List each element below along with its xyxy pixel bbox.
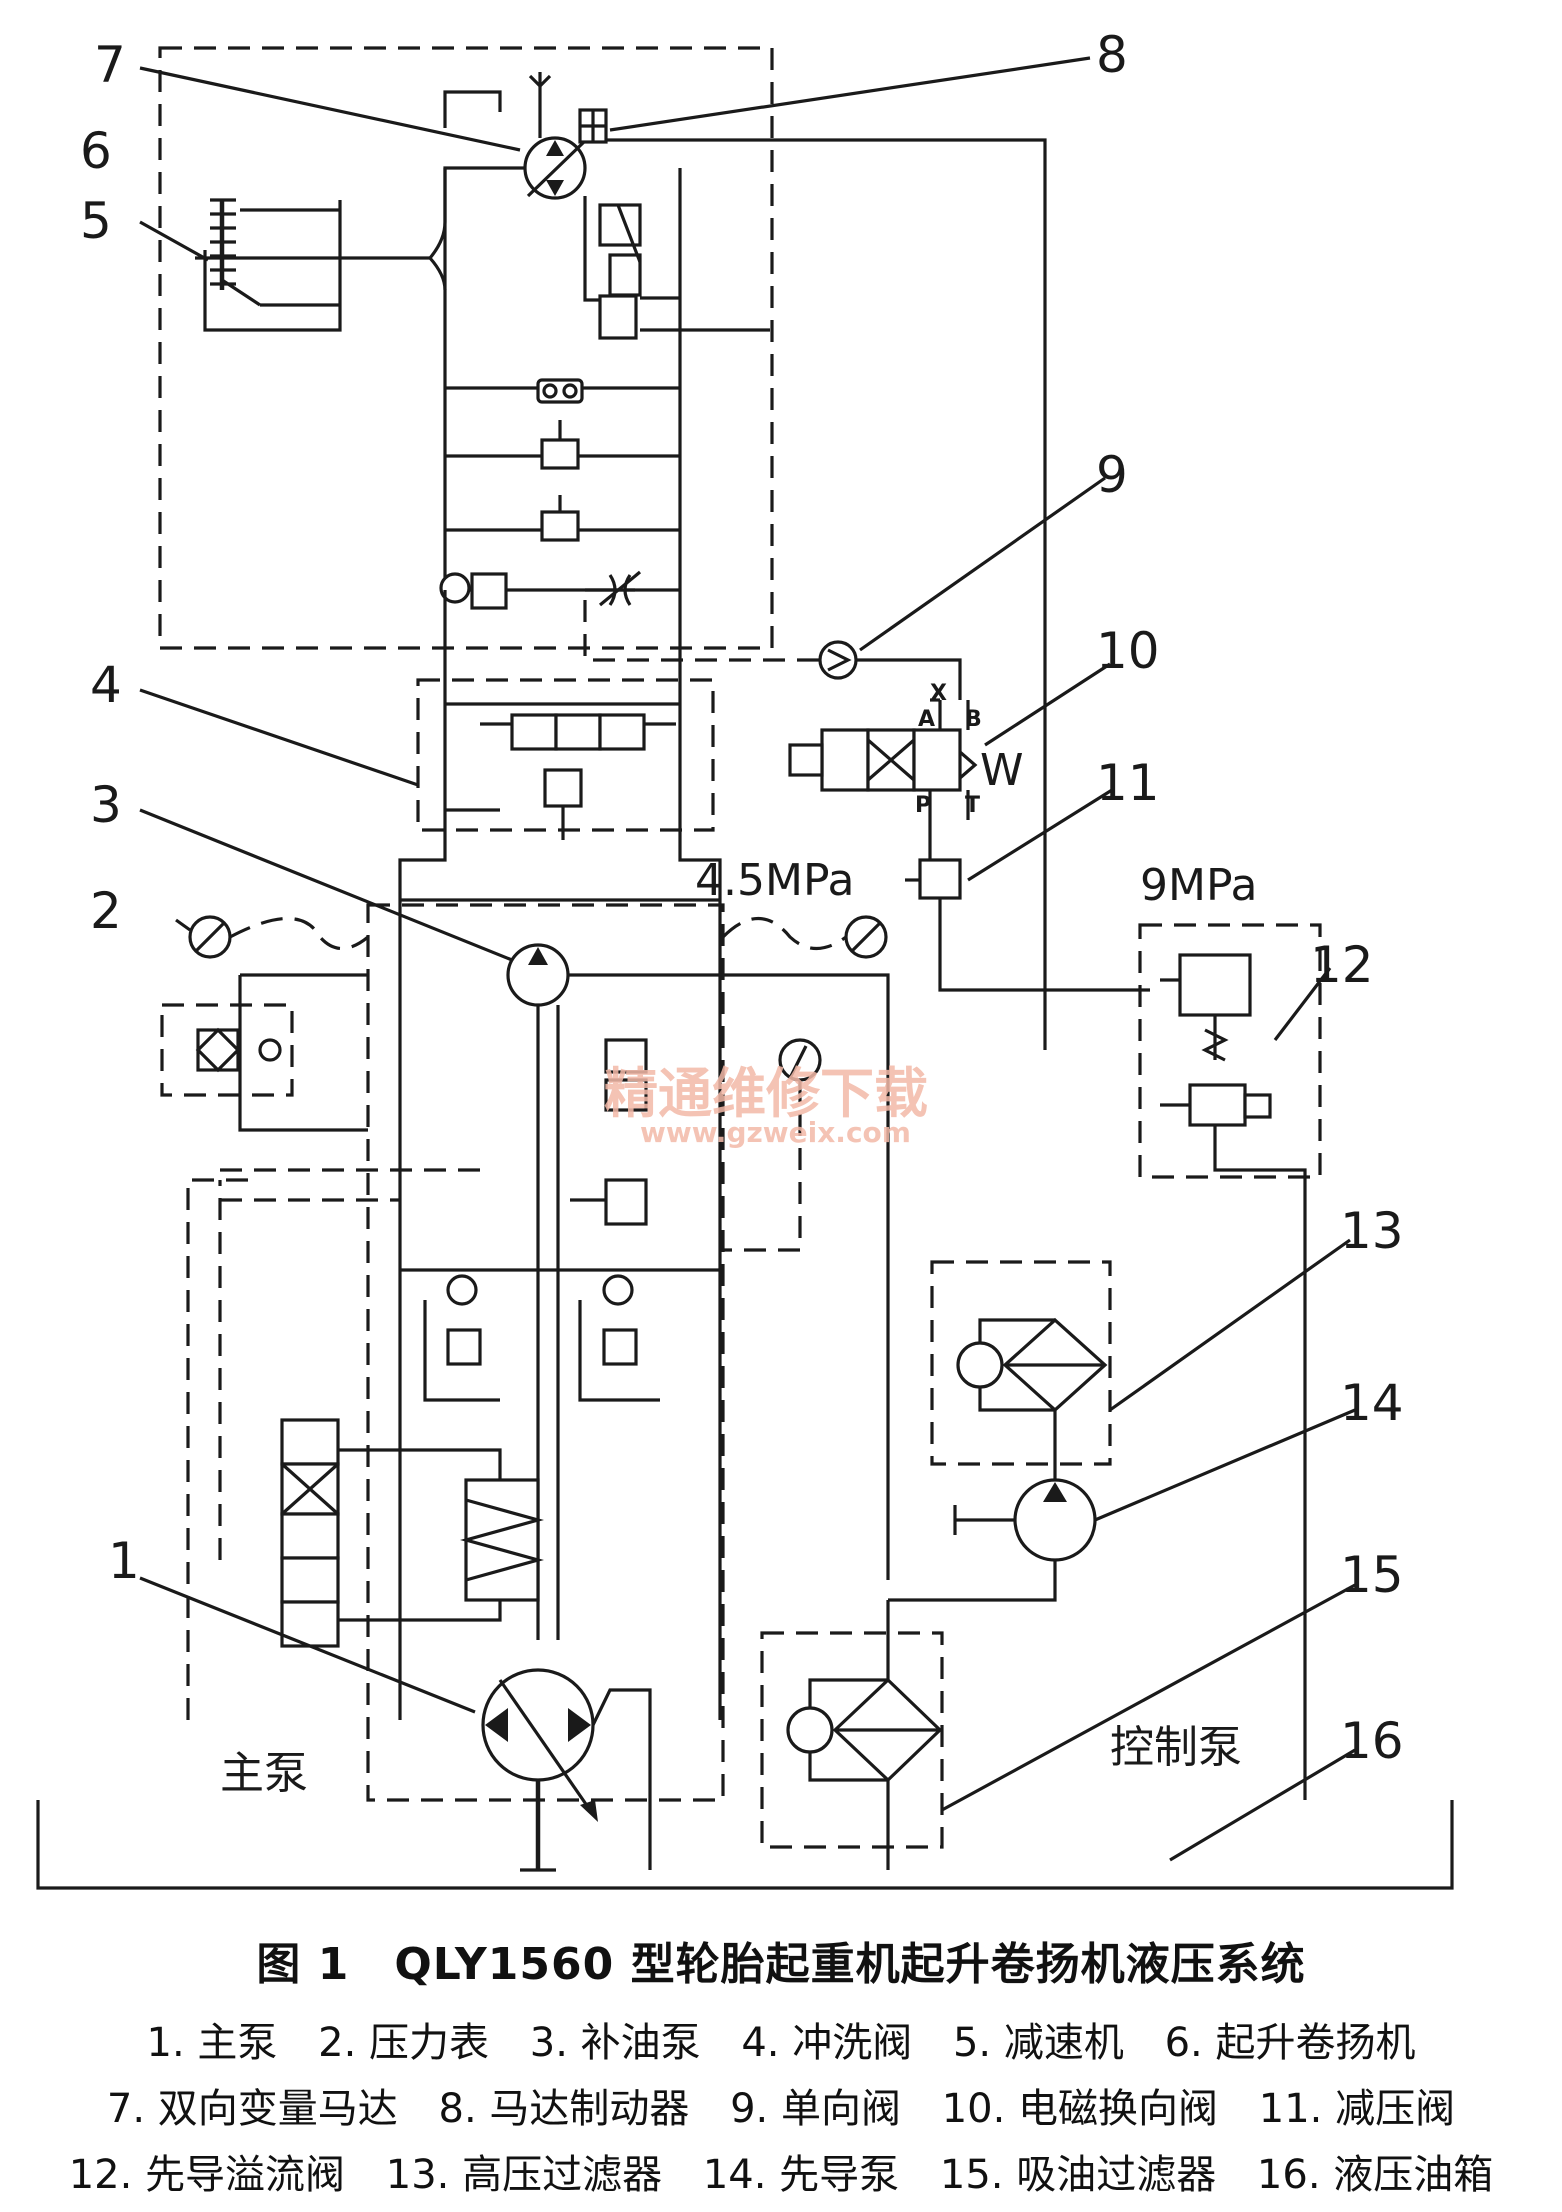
flush-valve-4-boundary	[416, 678, 715, 832]
callout-4: 4	[90, 656, 122, 714]
suction-filter-15	[786, 1600, 943, 1870]
callout-13: 13	[1340, 1202, 1404, 1260]
legend-item: 1. 主泵	[146, 2020, 278, 2066]
pressure-label-4-5mpa: 4.5MPa	[695, 855, 854, 906]
hoist-winch-6	[360, 166, 555, 291]
legend-row-2: 7. 双向变量马达 8. 马达制动器 9. 单向阀 10. 电磁换向阀 11. …	[0, 2076, 1562, 2134]
pressure-gauge-center	[720, 1038, 822, 1252]
legend-item: 10. 电磁换向阀	[941, 2086, 1219, 2132]
legend-item: 14. 先导泵	[702, 2152, 900, 2198]
figure-caption: 图 1 QLY1560 型轮胎起重机起升卷扬机液压系统	[256, 1939, 1306, 1990]
check-valve-9	[818, 640, 962, 700]
callout-9: 9	[1096, 446, 1128, 504]
watermark-text: 精通维修下载	[604, 1062, 928, 1125]
main-pump-boundary	[366, 903, 725, 1802]
port-a: A	[918, 707, 935, 732]
charge-pump-3	[506, 943, 890, 1640]
solenoid-directional-valve-10	[788, 698, 978, 860]
port-x: X	[930, 681, 947, 706]
charge-check-relief-right	[578, 1274, 660, 1402]
check-valve-block	[439, 572, 508, 610]
relief-valve-a	[540, 420, 580, 470]
motor-brake-8	[578, 108, 1047, 1050]
charge-check-relief-left	[423, 1274, 500, 1402]
legend-item: 8. 马达制动器	[438, 2086, 690, 2132]
reducing-valve-11	[905, 858, 1150, 992]
pilot-filter-block	[160, 973, 368, 1132]
legend-item: 13. 高压过滤器	[385, 2152, 663, 2198]
pilot-relief-valve-12	[1160, 953, 1307, 1800]
motor-displacement-control	[598, 203, 642, 340]
callout-8: 8	[1096, 26, 1128, 84]
spring-w: W	[980, 745, 1024, 796]
port-b: B	[965, 707, 982, 732]
label-main-pump: 主泵	[220, 1748, 308, 1799]
legend-item: 15. 吸油过滤器	[939, 2152, 1217, 2198]
high-pressure-filter-13	[956, 1317, 1108, 1413]
pressure-gauge-2	[188, 915, 370, 959]
pressure-cutoff-valve	[570, 1038, 648, 1226]
hydraulic-tank	[36, 1800, 1454, 1890]
callout-16: 16	[1340, 1712, 1404, 1770]
port-p: P	[915, 793, 931, 818]
legend-item: 3. 补油泵	[529, 2020, 701, 2066]
main-pump-1	[481, 1668, 652, 1872]
legend-item: 5. 减速机	[952, 2020, 1124, 2066]
callout-11: 11	[1096, 754, 1160, 812]
winch-assembly-boundary	[158, 46, 774, 650]
bidirectional-motor-7	[443, 72, 588, 200]
legend-item: 7. 双向变量马达	[106, 2086, 398, 2132]
pilot-relief-valve-12-boundary	[1138, 923, 1322, 1179]
pump-displacement-control	[186, 1178, 544, 1720]
callout-leaders	[139, 56, 1356, 1862]
legend-item: 9. 单向阀	[730, 2086, 901, 2132]
legend-item: 4. 冲洗阀	[741, 2020, 913, 2066]
legend-item: 11. 减压阀	[1258, 2086, 1456, 2132]
callout-7: 7	[94, 36, 126, 94]
callout-10: 10	[1096, 622, 1160, 680]
callout-6: 6	[80, 122, 112, 180]
hydraulic-schematic: 7 6 5 8 9 10 11 4 3 2 12 13 14 15 16 1 4…	[36, 26, 1454, 1890]
legend-row-1: 1. 主泵 2. 压力表 3. 补油泵 4. 冲洗阀 5. 减速机 6. 起升卷…	[0, 2010, 1562, 2068]
callout-3: 3	[90, 776, 122, 834]
shuttle-valve	[536, 378, 584, 404]
port-t: T	[965, 793, 980, 818]
callout-2: 2	[90, 882, 122, 940]
legend-item: 2. 压力表	[318, 2020, 490, 2066]
legend-item: 12. 先导溢流阀	[68, 2152, 346, 2198]
relief-valve-b	[540, 495, 580, 542]
callout-5: 5	[80, 192, 112, 250]
legend-item: 6. 起升卷扬机	[1164, 2020, 1416, 2066]
reducer-5	[195, 198, 360, 332]
legend-item: 16. 液压油箱	[1256, 2152, 1494, 2198]
pressure-gauge-4-5mpa	[721, 915, 888, 959]
throttle-valve	[585, 570, 642, 607]
callout-15: 15	[1340, 1546, 1404, 1604]
legend-row-3: 12. 先导溢流阀 13. 高压过滤器 14. 先导泵 15. 吸油过滤器 16…	[0, 2142, 1562, 2200]
callout-14: 14	[1340, 1374, 1404, 1432]
high-pressure-filter-13-boundary	[930, 1260, 1112, 1466]
suction-filter-15-boundary	[760, 1631, 944, 1849]
flush-valve-4	[445, 702, 680, 840]
callout-1: 1	[108, 1532, 140, 1590]
pressure-label-9mpa: 9MPa	[1140, 860, 1257, 911]
pilot-pump-14	[888, 1410, 1097, 1602]
callout-12: 12	[1310, 936, 1374, 994]
label-control-pump: 控制泵	[1110, 1722, 1242, 1773]
watermark-url: www.gzweix.com	[640, 1116, 911, 1149]
